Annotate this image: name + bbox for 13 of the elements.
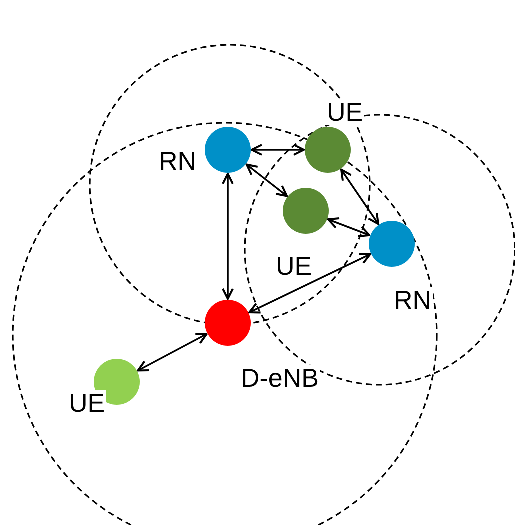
arrow	[327, 218, 371, 238]
arrow	[137, 333, 208, 372]
arrow	[248, 253, 372, 314]
station-circle	[305, 127, 351, 173]
station-circle	[205, 300, 251, 346]
station-circle	[283, 188, 329, 234]
arrow	[246, 164, 288, 198]
station-circle	[369, 221, 415, 267]
arrow	[251, 144, 305, 156]
node-label: UE	[326, 99, 364, 125]
arrow	[222, 173, 234, 300]
station-circle	[205, 127, 251, 173]
arrow	[340, 168, 380, 226]
